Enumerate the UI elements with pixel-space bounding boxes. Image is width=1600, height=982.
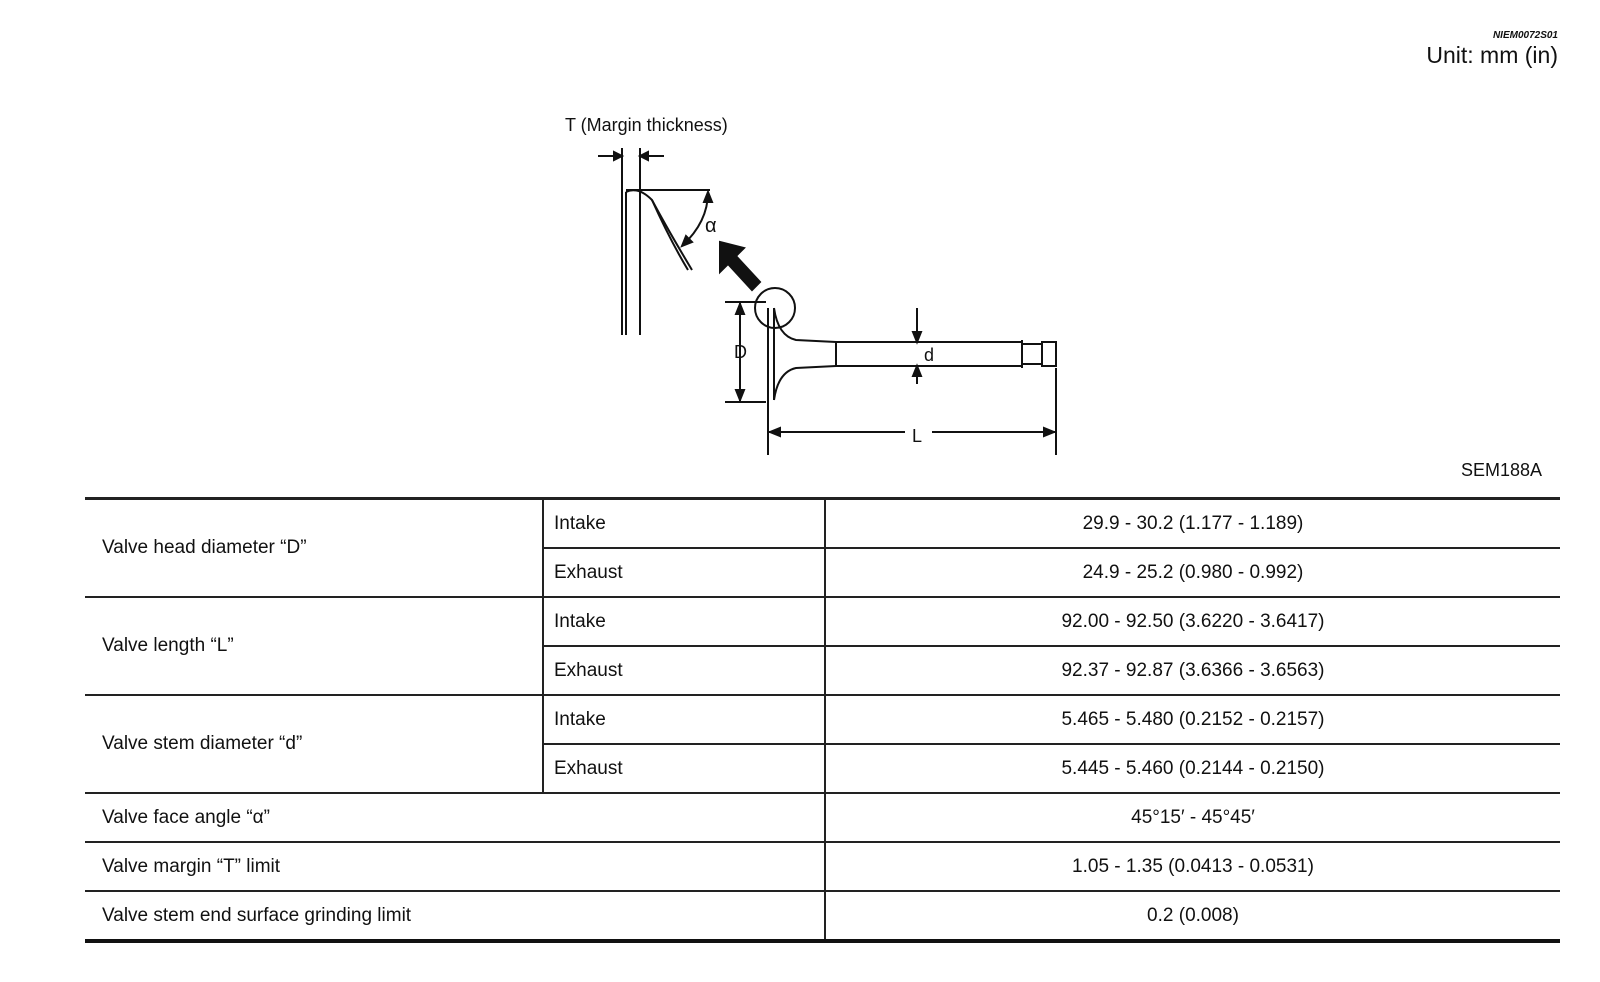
value-cell: 0.2 (0.008) bbox=[824, 890, 1560, 943]
table-row: Valve face angle “α” 45°15′ - 45°45′ bbox=[85, 792, 1560, 842]
table-row: Valve margin “T” limit 1.05 - 1.35 (0.04… bbox=[85, 841, 1560, 891]
item-cell: Valve stem end surface grinding limit bbox=[85, 890, 825, 943]
value-cell: 1.05 - 1.35 (0.0413 - 0.0531) bbox=[824, 841, 1560, 891]
margin-thickness-label: T (Margin thickness) bbox=[565, 115, 728, 135]
table-row: Exhaust 24.9 - 25.2 (0.980 - 0.992) bbox=[85, 547, 1560, 597]
value-cell: 92.00 - 92.50 (3.6220 - 3.6417) bbox=[824, 596, 1560, 646]
item-cell: Valve margin “T” limit bbox=[85, 841, 825, 891]
length-label: L bbox=[912, 426, 923, 446]
value-cell: 24.9 - 25.2 (0.980 - 0.992) bbox=[824, 547, 1560, 597]
item-cell: Valve length “L” bbox=[85, 596, 543, 695]
value-cell: 5.465 - 5.480 (0.2152 - 0.2157) bbox=[824, 694, 1560, 744]
alpha-label: α bbox=[705, 215, 717, 237]
sub-cell: Intake bbox=[542, 694, 825, 744]
table-row: Valve stem diameter “d” Intake 5.465 - 5… bbox=[85, 694, 1560, 793]
head-diameter-label: D bbox=[734, 342, 747, 362]
item-cell: Valve head diameter “D” bbox=[85, 497, 543, 597]
unit-label: Unit: mm (in) bbox=[1426, 42, 1558, 68]
valve-spec-table: Valve head diameter “D” Intake 29.9 - 30… bbox=[85, 497, 1560, 943]
valve-drawing bbox=[598, 148, 1057, 455]
table-row: Exhaust 92.37 - 92.87 (3.6366 - 3.6563) bbox=[85, 645, 1560, 695]
figure-code: SEM188A bbox=[1460, 460, 1542, 480]
sub-cell: Exhaust bbox=[542, 547, 825, 597]
sub-cell: Intake bbox=[542, 497, 825, 548]
sub-cell: Exhaust bbox=[542, 645, 825, 695]
sub-cell: Intake bbox=[542, 596, 825, 646]
item-cell: Valve face angle “α” bbox=[85, 792, 825, 842]
reference-code: NIEM0072S01 bbox=[1492, 30, 1558, 41]
value-cell: 29.9 - 30.2 (1.177 - 1.189) bbox=[824, 497, 1560, 548]
valve-diagram: T (Margin thickness) α D d L bbox=[560, 110, 1120, 470]
table-row: Exhaust 5.445 - 5.460 (0.2144 - 0.2150) bbox=[85, 743, 1560, 793]
value-cell: 45°15′ - 45°45′ bbox=[824, 792, 1560, 842]
table-row: Valve head diameter “D” Intake 29.9 - 30… bbox=[85, 497, 1560, 597]
sub-cell: Exhaust bbox=[542, 743, 825, 793]
value-cell: 5.445 - 5.460 (0.2144 - 0.2150) bbox=[824, 743, 1560, 793]
table-row: Valve length “L” Intake 92.00 - 92.50 (3… bbox=[85, 596, 1560, 695]
table-row: Valve stem end surface grinding limit 0.… bbox=[85, 890, 1560, 943]
stem-diameter-label: d bbox=[924, 345, 935, 365]
item-cell: Valve stem diameter “d” bbox=[85, 694, 543, 793]
value-cell: 92.37 - 92.87 (3.6366 - 3.6563) bbox=[824, 645, 1560, 695]
